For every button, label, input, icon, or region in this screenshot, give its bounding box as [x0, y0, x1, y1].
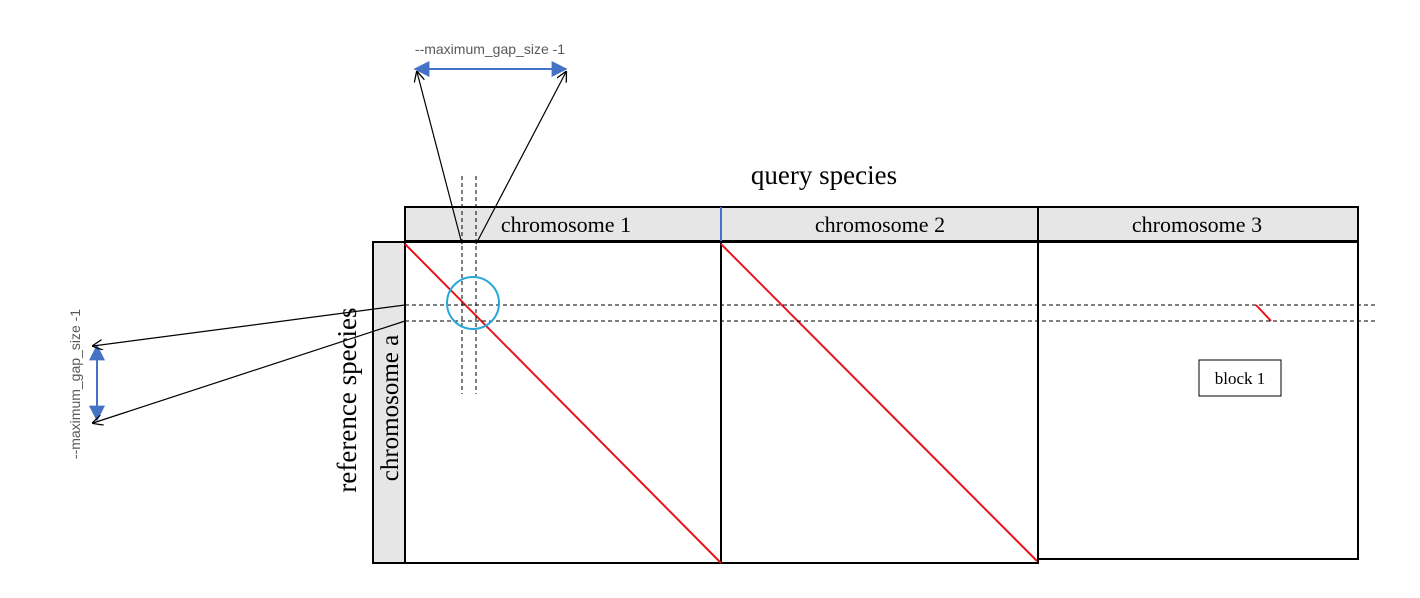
- reference-species-label: reference species: [332, 307, 362, 492]
- gap-label-top: --maximum_gap_size -1: [415, 41, 565, 57]
- gap-label-left: --maximum_gap_size -1: [67, 309, 83, 459]
- pointer-line-top-right: [475, 72, 566, 245]
- pointer-line-left-bottom: [93, 320, 406, 423]
- column-label-3: chromosome 3: [1132, 212, 1262, 237]
- panel-chr3: [1037, 241, 1359, 560]
- pointer-line-top-left: [417, 72, 463, 245]
- alignment-line-chr2: [720, 243, 1038, 562]
- alignment-line-chr1: [404, 243, 722, 564]
- query-species-label: query species: [751, 160, 897, 190]
- block-label: block 1: [1215, 369, 1266, 388]
- pointer-line-left-top: [93, 304, 406, 346]
- block-label-box: [1198, 359, 1282, 397]
- alignment-line-chr3: [1255, 304, 1272, 322]
- column-header-1: [404, 206, 722, 242]
- column-label-2: chromosome 2: [815, 212, 945, 237]
- column-label-1: chromosome 1: [501, 212, 631, 237]
- highlight-circle: [446, 276, 500, 330]
- row-label-a: chromosome a: [377, 335, 404, 481]
- column-header-2: [720, 206, 1039, 242]
